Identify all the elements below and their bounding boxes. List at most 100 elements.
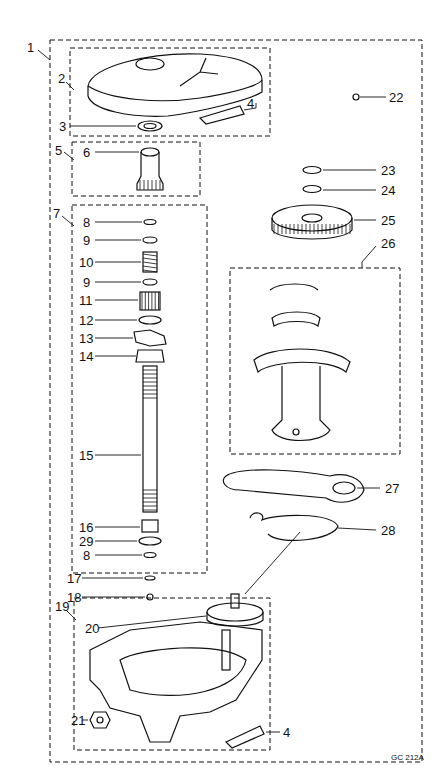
detail-stroke [140,180,141,190]
callout-number: 7 [52,207,61,220]
detail-stroke [294,224,295,234]
detail-stroke [143,490,157,491]
nut [90,712,110,728]
cam-bar [223,470,364,502]
detail-stroke [330,224,331,234]
detail-stroke [143,498,157,499]
shaft [143,366,157,512]
detail-stroke [346,224,347,234]
detail-stroke [143,382,157,383]
callout-number: 9 [82,234,91,247]
pinion [141,148,159,156]
cover-edge [88,80,262,101]
clutch-shoe [254,349,350,372]
callout-number: 22 [388,91,404,104]
gearcase-base [90,622,262,742]
detail-stroke [151,292,152,310]
washer [303,186,321,193]
callout-number: 8 [82,549,91,562]
detail-stroke [306,224,307,234]
detail-stroke [143,502,157,503]
spring [250,513,338,541]
gear [207,612,263,626]
ring [144,220,156,225]
detail-stroke [143,390,157,391]
callout-number: 11 [78,294,94,307]
cam-hole [333,482,355,494]
ring [144,553,156,558]
ring [303,167,321,174]
detail-stroke [143,494,157,495]
ring [139,537,161,545]
detail-stroke [143,266,157,268]
gear [272,218,352,239]
detail-stroke [156,180,157,190]
callout-number: 5 [54,144,63,157]
callout-number: 9 [82,276,91,289]
detail-stroke [143,270,157,272]
clutch-spring [270,284,318,290]
detail-stroke [160,180,161,190]
cover-rib [180,58,218,86]
callout-number: 4 [282,726,291,739]
bushing [142,520,158,532]
group-outline [70,48,270,136]
grease-tube [226,726,264,748]
detail-stroke [302,224,303,234]
pinion [137,152,163,190]
callout-number: 20 [84,622,100,635]
detail-stroke [286,224,287,234]
detail-stroke [143,258,157,260]
callout-number: 1 [26,41,35,54]
detail-stroke [148,180,149,190]
detail-stroke [274,224,275,234]
callout-number: 29 [78,535,94,548]
callout-number: 4 [246,97,255,110]
detail-stroke [314,224,315,234]
detail-stroke [143,262,157,264]
detail-stroke [338,224,339,234]
collar [136,350,164,362]
detail-stroke [148,292,149,310]
callout-number: 27 [384,482,400,495]
gear-hub [302,214,322,222]
detail-stroke [143,254,157,256]
detail-stroke [143,510,157,511]
washer [143,237,157,243]
post [222,630,230,670]
detail-stroke [155,292,156,310]
grease-tube [200,106,244,124]
detail-stroke [290,224,291,234]
callout-number: 8 [82,216,91,229]
detail-stroke [350,224,351,234]
detail-stroke [143,378,157,379]
callout-number: 10 [78,256,94,269]
detail-stroke [142,292,143,310]
seal [144,124,156,129]
callout-number: 16 [78,521,94,534]
callout-number: 12 [78,314,94,327]
detail-stroke [278,224,279,234]
clutch-band [272,312,320,326]
detail-stroke [158,292,159,310]
callout-number: 28 [380,524,396,537]
callout-number: 15 [78,449,94,462]
clutch-hole [293,429,299,435]
callout-number: 26 [380,237,396,250]
detail-stroke [298,224,299,234]
callout-number: 6 [82,146,91,159]
callout-number: 2 [57,72,66,85]
leader-lines [38,50,386,732]
group-outline [72,205,207,573]
detail-stroke [145,292,146,310]
assembly-outline [50,40,422,762]
ball [147,594,153,600]
washer [143,279,157,285]
gear [207,603,263,621]
detail-stroke [322,224,323,234]
detail-stroke [326,224,327,234]
callout-number: 13 [78,332,94,345]
gearcase-well [120,648,246,696]
